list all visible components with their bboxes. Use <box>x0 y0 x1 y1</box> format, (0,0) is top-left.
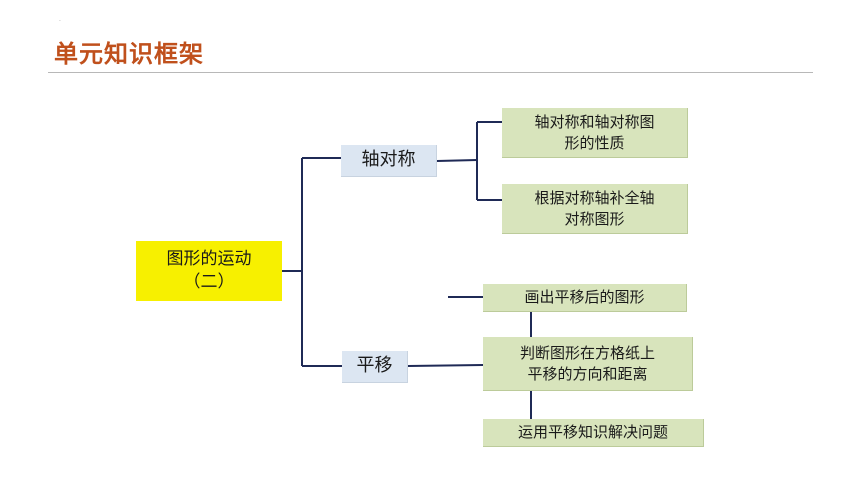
leaf-node-translation-direction-distance: 判断图形在方格纸上 平移的方向和距离 <box>483 337 693 391</box>
leaf-node-draw-translated-figure: 画出平移后的图形 <box>483 284 687 312</box>
title-divider <box>48 72 813 73</box>
connector-branch-2-out <box>407 364 484 367</box>
corner-mark: · <box>59 18 61 25</box>
leaf-node-line-2: 平移的方向和距离 <box>527 364 648 383</box>
leaf-node-apply-translation: 运用平移知识解决问题 <box>483 419 704 447</box>
branch-node-axial-symmetry: 轴对称 <box>341 145 437 177</box>
leaf-node-line-2: 对称图形 <box>564 209 625 228</box>
leaf-node-line-1: 运用平移知识解决问题 <box>517 423 668 442</box>
branch-node-translation: 平移 <box>342 351 408 383</box>
leaf-node-line-1: 根据对称轴补全轴 <box>534 189 655 208</box>
leaf-node-symmetry-properties: 轴对称和轴对称图 形的性质 <box>502 108 688 158</box>
branch-node-label: 轴对称 <box>361 149 416 171</box>
leaf-node-line-1: 轴对称和轴对称图 <box>534 113 655 132</box>
leaf-node-line-1: 判断图形在方格纸上 <box>519 344 655 363</box>
root-node-line-2: （二） <box>183 272 235 292</box>
leaf-node-complete-symmetric-figure: 根据对称轴补全轴 对称图形 <box>502 184 688 234</box>
branch-node-label: 平移 <box>356 355 393 377</box>
connector-branch-1-out <box>436 159 478 162</box>
leaf-node-line-1: 画出平移后的图形 <box>524 288 645 307</box>
root-node: 图形的运动 （二） <box>136 241 282 301</box>
leaf-node-line-2: 形的性质 <box>564 133 625 152</box>
root-node-line-1: 图形的运动 <box>166 249 252 270</box>
page-title: 单元知识框架 <box>54 40 204 68</box>
